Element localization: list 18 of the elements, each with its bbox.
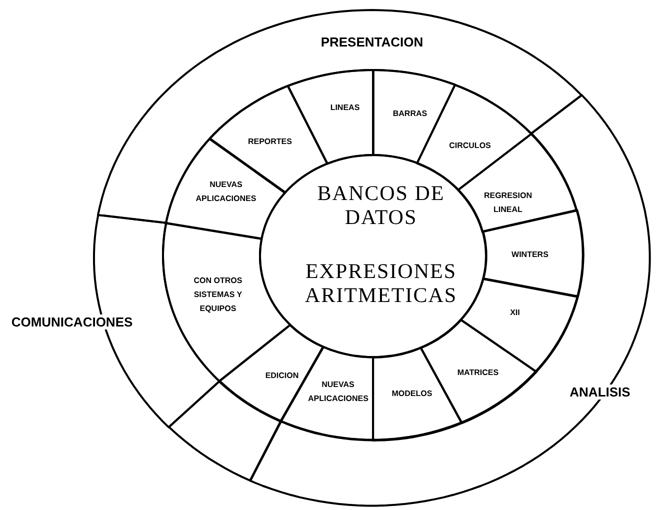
- segment-text: REGRESION LINEAL: [482, 190, 533, 216]
- segment-text: REPORTES: [246, 136, 293, 148]
- sector-title: COMUNICACIONES: [10, 314, 134, 330]
- segment-text: BARRAS: [392, 108, 428, 120]
- segment-text: XII: [509, 306, 521, 319]
- center-text: EXPRESIONES ARITMETICAS: [304, 259, 458, 307]
- segment-text: CIRCULOS: [448, 140, 492, 152]
- segment-text: NUEVAS APLICACIONES: [308, 378, 368, 405]
- segment-text: NUEVAS APLICACIONES: [194, 178, 258, 205]
- sector-title: PRESENTACION: [320, 34, 424, 50]
- sector-title: ANALISIS: [568, 384, 632, 400]
- segment-text: MATRICES: [456, 366, 500, 379]
- segment-text: EDICION: [264, 370, 300, 382]
- segment-text: CON OTROS SISTEMAS Y EQUIPOS: [192, 274, 244, 315]
- segment-text: WINTERS: [510, 248, 550, 261]
- center-text: BANCOS DE DATOS: [316, 181, 446, 229]
- segment-text: MODELOS: [390, 388, 434, 400]
- segment-text: LINEAS: [329, 102, 361, 114]
